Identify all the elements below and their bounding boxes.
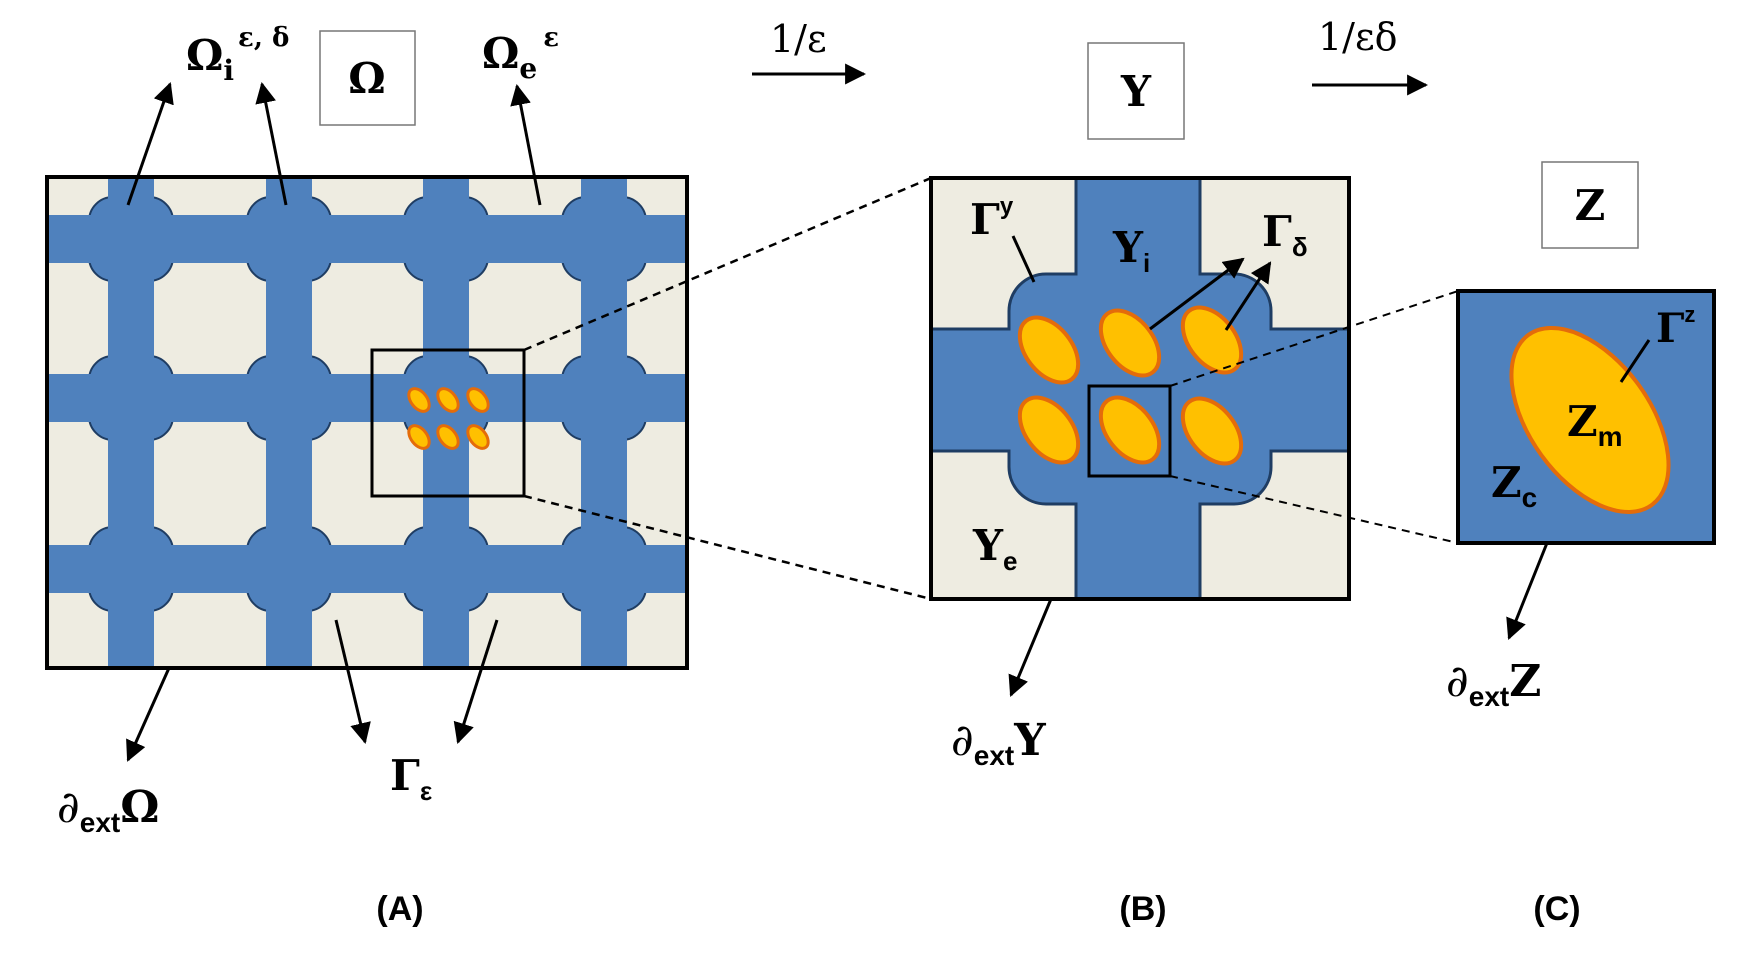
caption-a: (A)	[376, 890, 423, 928]
inclusion-small	[436, 387, 460, 413]
inclusions-small	[407, 387, 490, 450]
y-box-symbol: Y	[1120, 67, 1152, 116]
zc-label: Zc	[1491, 458, 1537, 513]
arrow-boundary-y	[1008, 598, 1053, 697]
panel-a: Ω Ωiε, δ Ωeε ∂extΩ Γε (A)	[45, 23, 689, 928]
zm-label: Zm	[1567, 397, 1623, 452]
inclusion-medium	[1017, 395, 1081, 465]
omega-label-box	[319, 30, 416, 126]
gamma-eps-label: Γε	[390, 751, 432, 806]
scale-label-eps: 1/ε	[770, 17, 827, 61]
boundary-z-label: ∂extZ	[1446, 656, 1541, 712]
omega-i-label: Ωiε, δ	[186, 23, 289, 87]
arrow-gamma-delta-2	[1224, 261, 1272, 331]
inclusion-medium	[1180, 396, 1244, 466]
zoom-line-a-b-top	[523, 176, 932, 352]
yi-label: Yi	[1112, 223, 1150, 278]
inclusions-medium	[1017, 305, 1244, 466]
inclusion-small	[407, 387, 431, 413]
inclusion-zm	[1509, 326, 1671, 514]
boundary-omega-label: ∂extΩ	[57, 782, 159, 838]
zoom-subcell-square	[1087, 384, 1172, 478]
arrow-boundary-z	[1506, 542, 1549, 640]
inclusion-medium	[1098, 308, 1162, 378]
panel-c: Z Γz Zm Zc ∂extZ (C)	[1446, 161, 1716, 928]
arrow-gamma-eps-right	[453, 619, 499, 745]
domain-omega-outline	[45, 175, 689, 670]
z-label-box	[1541, 161, 1639, 249]
gamma-z-label: Γz	[1656, 302, 1695, 352]
intracellular-row-fill	[47, 545, 687, 593]
caption-b: (B)	[1119, 890, 1166, 928]
arrow-gamma-eps-left	[334, 619, 371, 745]
zoom-cell-square	[370, 348, 526, 498]
gamma-y-label: Γy	[970, 193, 1014, 244]
inclusion-small	[466, 387, 490, 413]
zoom-line-b-c-top	[1169, 290, 1459, 387]
gamma-y-pointer	[1011, 235, 1036, 283]
inclusion-small	[466, 424, 490, 450]
cell-y-outline	[929, 176, 1351, 601]
omega-e-label: Ωeε	[482, 23, 559, 85]
arrow-gamma-delta-1	[1149, 257, 1245, 331]
inclusion-medium	[1017, 315, 1081, 385]
arrow-omega-i-left	[126, 82, 174, 206]
y-label-box	[1087, 42, 1185, 140]
omega-box-symbol: Ω	[348, 54, 385, 103]
inclusion-small	[407, 424, 431, 450]
arrow-boundary-omega	[126, 667, 171, 762]
intracellular-row-fill	[47, 374, 687, 422]
boundary-y-label: ∂extY	[951, 715, 1046, 771]
panel-b: Y Γy Yi Γδ Ye ∂extY (B)	[929, 42, 1351, 928]
periodic-cell-network	[47, 177, 687, 668]
gamma-z-pointer	[1619, 339, 1651, 383]
inclusion-medium	[1098, 395, 1162, 465]
z-box-symbol: Z	[1575, 181, 1606, 230]
ye-label: Ye	[972, 521, 1017, 576]
scale-label-eps-delta: 1/εδ	[1318, 15, 1398, 59]
intracellular-row-fill	[47, 215, 687, 263]
arrow-omega-e	[510, 83, 542, 206]
zoom-line-b-c-bottom	[1169, 475, 1459, 544]
arrow-omega-i-right	[255, 81, 288, 206]
inclusion-small	[436, 424, 460, 450]
gamma-delta-label: Γδ	[1262, 207, 1308, 262]
caption-c: (C)	[1533, 890, 1580, 928]
